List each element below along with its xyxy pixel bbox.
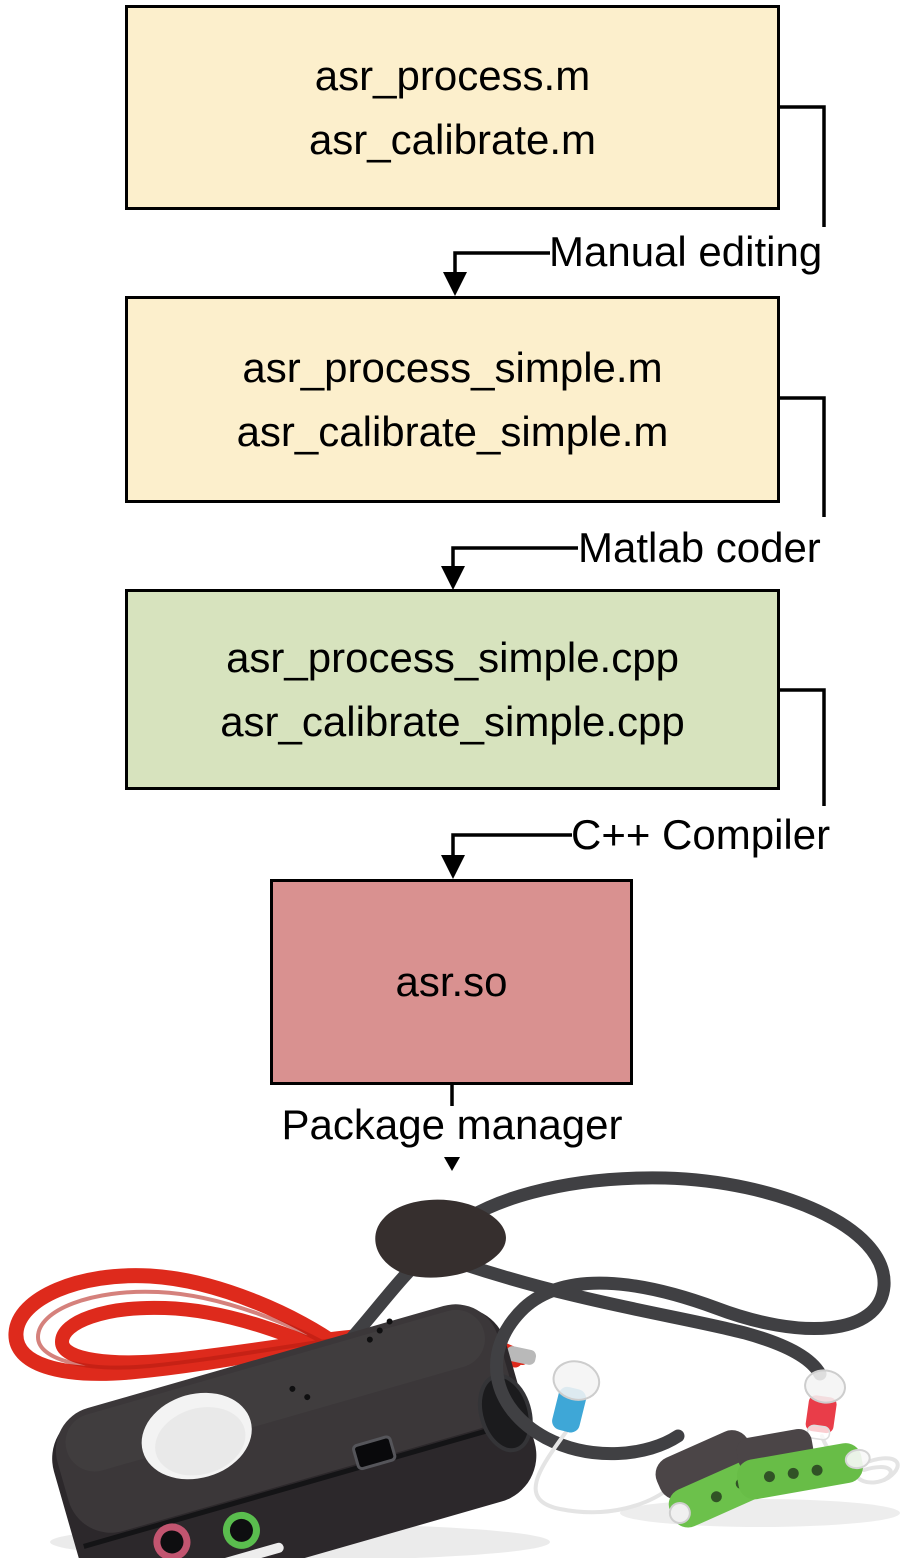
- earpiece-shadow: [620, 1499, 900, 1527]
- box-text-line: asr.so: [395, 958, 508, 1005]
- ear-tip-red: [804, 1369, 846, 1441]
- signal-cable: [433, 1171, 891, 1461]
- earpiece-right-tip: [844, 1448, 871, 1470]
- device-mic-holes: [289, 1318, 393, 1401]
- arrowhead-into-box2: [443, 272, 467, 296]
- box-cpp-sources: asr_process_simple.cpp asr_calibrate_sim…: [125, 589, 780, 790]
- earpiece-left-cap: [655, 1430, 754, 1500]
- connector-box2-to-label2: [780, 396, 826, 517]
- box-text-line: asr_calibrate.m: [308, 115, 597, 163]
- connector-label1-to-box2: [453, 251, 550, 274]
- step-label-package-manager: Package manager: [281, 1101, 623, 1148]
- earpiece-right-body: [737, 1443, 863, 1500]
- connector-box1-to-label1: [780, 105, 826, 227]
- box-text-line: asr_calibrate_simple.m: [236, 407, 669, 455]
- connector-label3-to-box4: [451, 833, 572, 857]
- box-text-line: asr_process_simple.cpp: [226, 633, 679, 681]
- asr-device: [52, 1304, 537, 1558]
- arrowhead-into-box4: [441, 855, 465, 879]
- earpiece-right: [736, 1428, 871, 1500]
- red-cable-connector: [505, 1346, 537, 1365]
- box-matlab-sources: asr_process.m asr_calibrate.m: [125, 5, 780, 210]
- box-shared-library: asr.so: [270, 879, 633, 1085]
- usb-port: [352, 1435, 397, 1471]
- box-text-line: asr_process_simple.m: [242, 343, 663, 391]
- connector-box3-to-label3: [780, 688, 826, 806]
- audio-jack-green: [222, 1511, 260, 1549]
- earpiece-left-tip: [668, 1501, 691, 1524]
- step-label-matlab-coder: Matlab coder: [578, 524, 821, 571]
- cable-splitter: [375, 1199, 506, 1278]
- device-seam: [83, 1418, 521, 1549]
- step-label-manual-editing: Manual editing: [549, 228, 823, 275]
- device-button-shade: [155, 1407, 246, 1476]
- ear-tip-blue: [552, 1360, 601, 1433]
- connector-label2-to-box3: [451, 546, 578, 568]
- mic-jack-pink: [153, 1523, 191, 1558]
- arrowhead-into-box3: [441, 566, 465, 590]
- box-matlab-simplified-sources: asr_process_simple.m asr_calibrate_simpl…: [125, 296, 780, 503]
- box-text-line: asr_process.m: [314, 51, 591, 99]
- device-photo: [8, 1171, 900, 1558]
- step-label-cpp-compiler: C++ Compiler: [571, 811, 831, 858]
- box-text-line: asr_calibrate_simple.cpp: [220, 697, 685, 745]
